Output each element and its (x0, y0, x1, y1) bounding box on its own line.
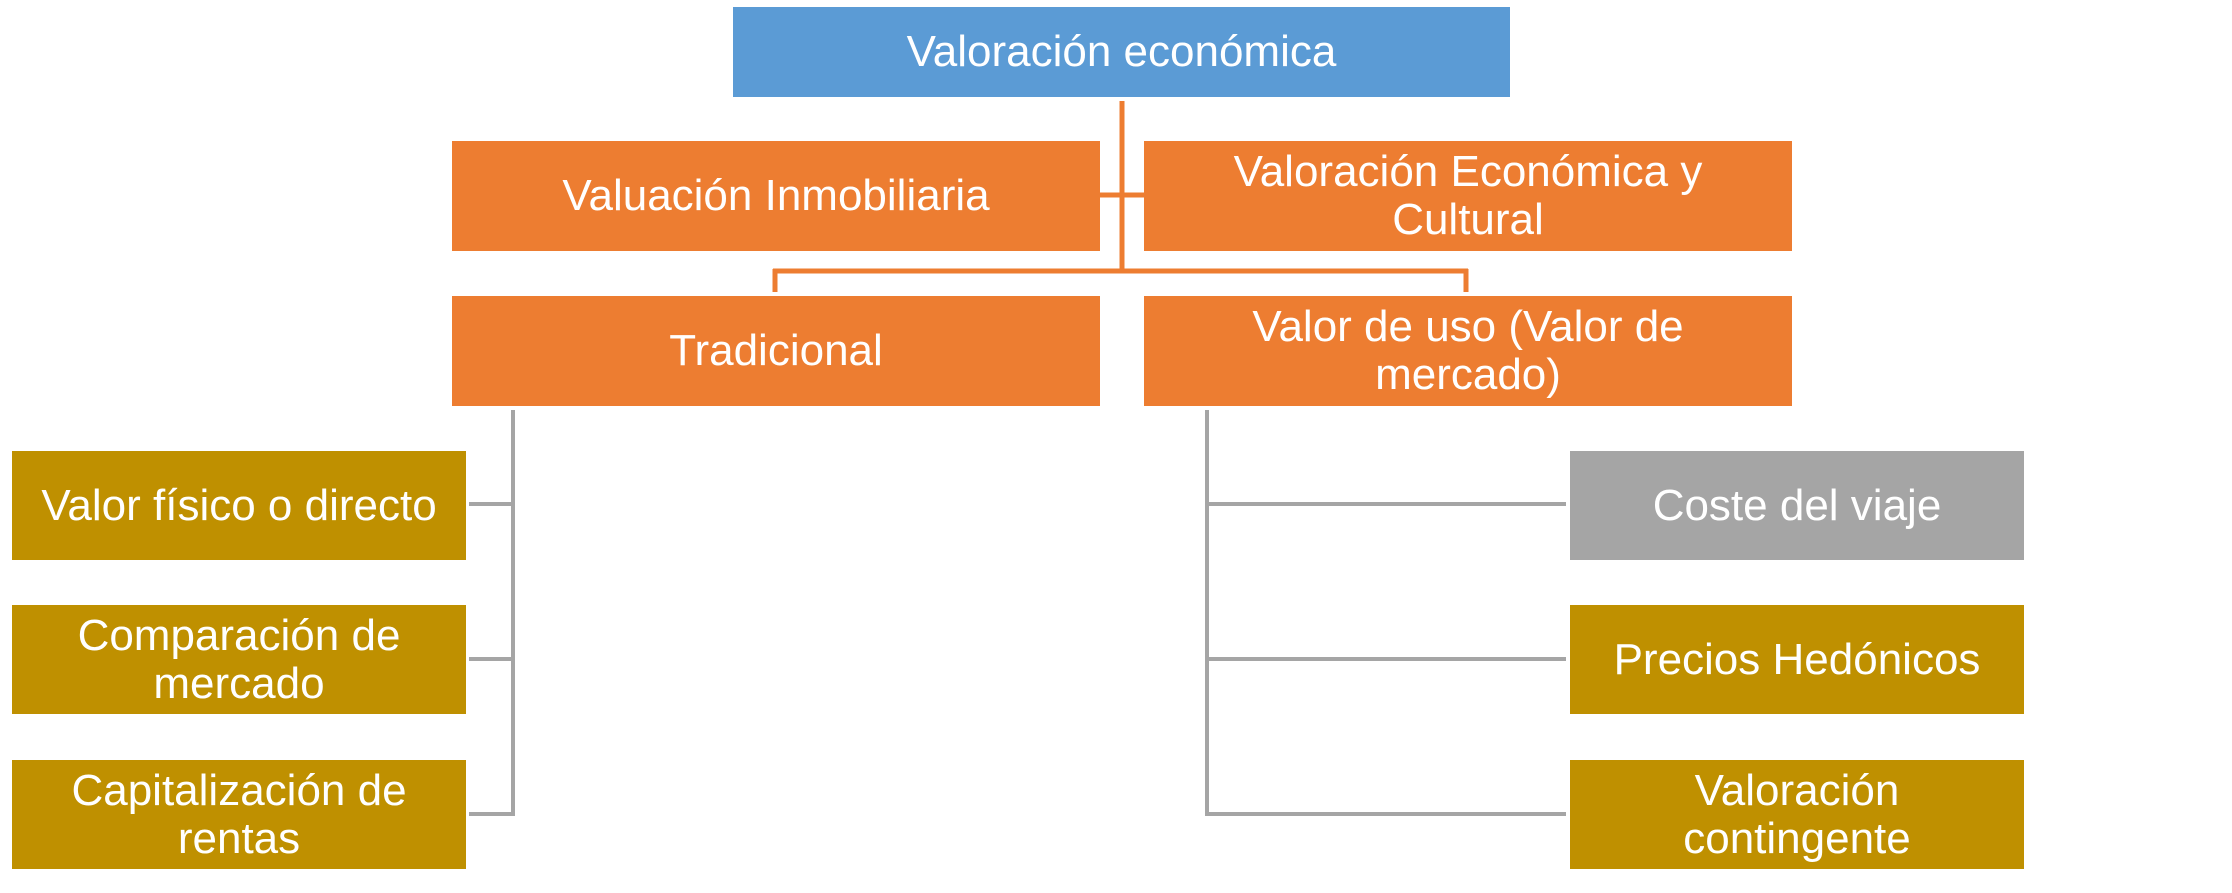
node-label: Valor de uso (Valor de mercado) (1252, 302, 1684, 399)
node-precios-hedonicos: Precios Hedónicos (1570, 605, 2024, 714)
node-tradicional: Tradicional (452, 296, 1100, 406)
node-label: Valoración Económica y Cultural (1233, 147, 1703, 244)
node-label: Tradicional (669, 326, 883, 375)
node-label: Valoración económica (906, 27, 1337, 76)
node-valor-de-uso: Valor de uso (Valor de mercado) (1144, 296, 1792, 406)
node-label: Valoración contingente (1683, 765, 1911, 863)
node-label: Valor físico o directo (41, 480, 437, 530)
node-valor-fisico: Valor físico o directo (12, 451, 466, 560)
node-label: Coste del viaje (1652, 480, 1942, 530)
node-coste-del-viaje: Coste del viaje (1570, 451, 2024, 560)
node-label: Valuación Inmobiliaria (562, 171, 990, 220)
node-capitalizacion-rentas: Capitalización de rentas (12, 760, 466, 869)
node-label: Comparación de mercado (77, 610, 401, 708)
node-comparacion-mercado: Comparación de mercado (12, 605, 466, 714)
node-label: Capitalización de rentas (71, 765, 407, 863)
node-valoracion-economica-cultural: Valoración Económica y Cultural (1144, 141, 1792, 251)
node-label: Precios Hedónicos (1613, 634, 1981, 684)
node-valoracion-contingente: Valoración contingente (1570, 760, 2024, 869)
node-valuacion-inmobiliaria: Valuación Inmobiliaria (452, 141, 1100, 251)
node-valoracion-economica: Valoración económica (733, 7, 1510, 97)
